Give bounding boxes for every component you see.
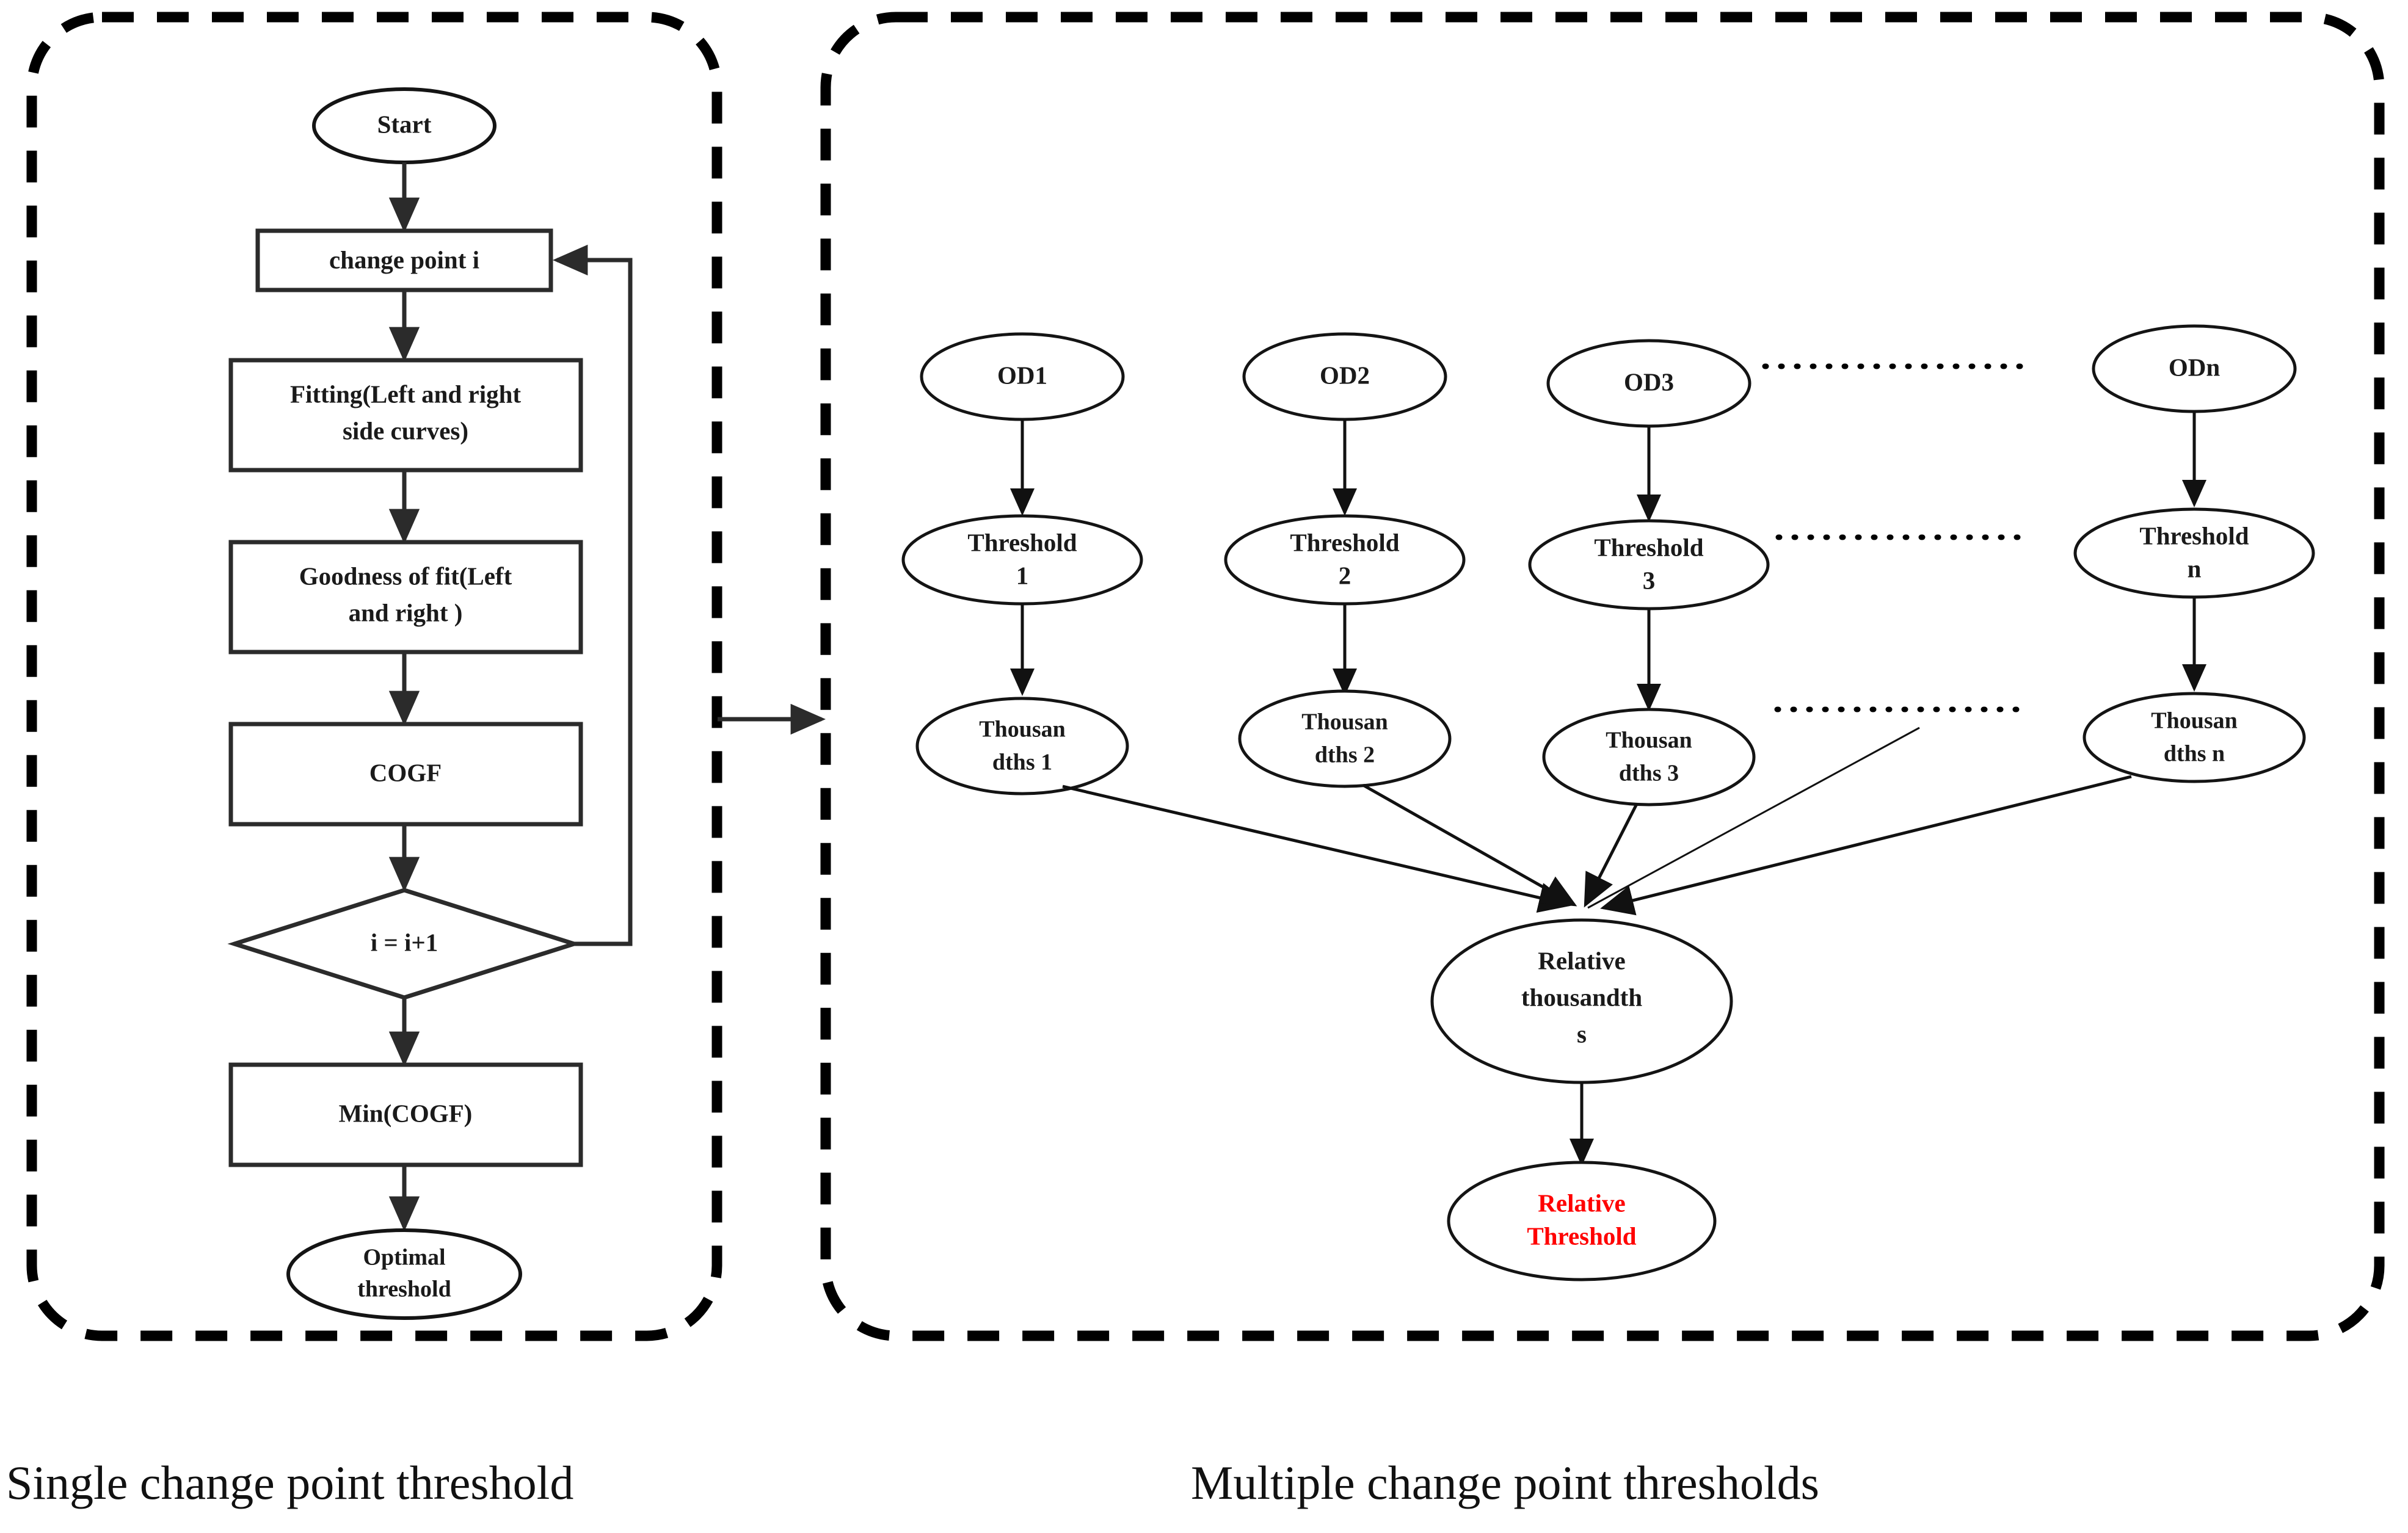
node-threshold1-line2: 1 — [1016, 561, 1029, 589]
node-od1-label: OD1 — [997, 361, 1047, 389]
node-threshold3-line1: Threshold — [1594, 533, 1703, 561]
node-goodness-label-line2: and right ) — [349, 598, 463, 626]
node-thousandthsn-shape — [2082, 692, 2306, 783]
node-thousandths2-line1: Thousan — [1301, 709, 1388, 735]
node-relative-thousandths-line3: s — [1577, 1020, 1587, 1048]
node-thousandths1-shape — [915, 697, 1129, 795]
node-fitting-label-line2: side curves) — [343, 416, 468, 444]
node-od3-label: OD3 — [1624, 368, 1674, 396]
node-thousandths1-line1: Thousan — [979, 717, 1066, 742]
node-min-cogf-label: Min(COGF) — [339, 1099, 473, 1127]
edge-thousandthsn-to-relative — [1600, 775, 2132, 916]
left-panel-border — [26, 12, 722, 1341]
edge-increment-feedback-loop — [552, 244, 633, 946]
node-thresholdn-line2: n — [2188, 554, 2202, 582]
node-cogf-shape — [228, 722, 583, 827]
left-panel-caption: Single change point threshold — [6, 1456, 573, 1509]
node-thousandths3-shape — [1542, 708, 1756, 806]
right-panel-border — [820, 12, 2385, 1341]
node-thousandths2-line2: dths 2 — [1315, 742, 1375, 768]
node-thousandths3-line2: dths 3 — [1619, 761, 1679, 786]
node-relative-threshold-shape — [1447, 1161, 1717, 1281]
node-optimal-threshold-line2: threshold — [357, 1277, 451, 1302]
node-threshold1-line1: Threshold — [967, 528, 1077, 556]
node-fitting-shape — [228, 358, 583, 473]
node-threshold2-line1: Threshold — [1290, 528, 1399, 556]
node-thousandths1-line2: dths 1 — [992, 750, 1052, 775]
node-increment-label: i = i+1 — [371, 928, 438, 956]
edge-thousandths2-to-relative — [1362, 783, 1577, 907]
node-goodness-shape — [228, 540, 583, 654]
node-relative-threshold-line2: Threshold — [1527, 1222, 1636, 1250]
node-goodness-label-line1: Goodness of fit(Left — [299, 562, 512, 590]
node-relative-thousandths-line2: thousandth — [1521, 983, 1642, 1011]
edge-thousandths1-to-relative — [1062, 785, 1573, 913]
node-optimal-threshold-shape — [286, 1228, 522, 1320]
node-relative-threshold-line1: Relative — [1538, 1189, 1625, 1217]
node-odn-label: ODn — [2169, 353, 2221, 381]
node-threshold3-line2: 3 — [1643, 566, 1656, 594]
node-change-point-label: change point i — [329, 245, 479, 274]
node-relative-thousandths-line1: Relative — [1538, 946, 1625, 974]
edge-ellipsis-to-relative-thousandths — [1587, 727, 1920, 909]
node-change-point-shape — [255, 228, 553, 292]
edge-thousandths3-to-relative — [1584, 803, 1639, 908]
node-start-label: Start — [377, 110, 432, 138]
node-cogf-label: COGF — [369, 758, 442, 786]
node-od2-label: OD2 — [1320, 361, 1370, 389]
node-thousandths3-line1: Thousan — [1606, 728, 1692, 753]
node-threshold2-line2: 2 — [1339, 561, 1351, 589]
right-panel-caption: Multiple change point thresholds — [1191, 1456, 1819, 1509]
node-thousandthsn-line1: Thousan — [2151, 708, 2238, 734]
node-optimal-threshold-line1: Optimal — [363, 1245, 445, 1270]
node-thousandthsn-line2: dths n — [2164, 741, 2225, 767]
node-fitting-label-line1: Fitting(Left and right — [290, 380, 521, 408]
node-thresholdn-line1: Threshold — [2139, 521, 2249, 549]
node-thousandths2-shape — [1238, 689, 1452, 788]
